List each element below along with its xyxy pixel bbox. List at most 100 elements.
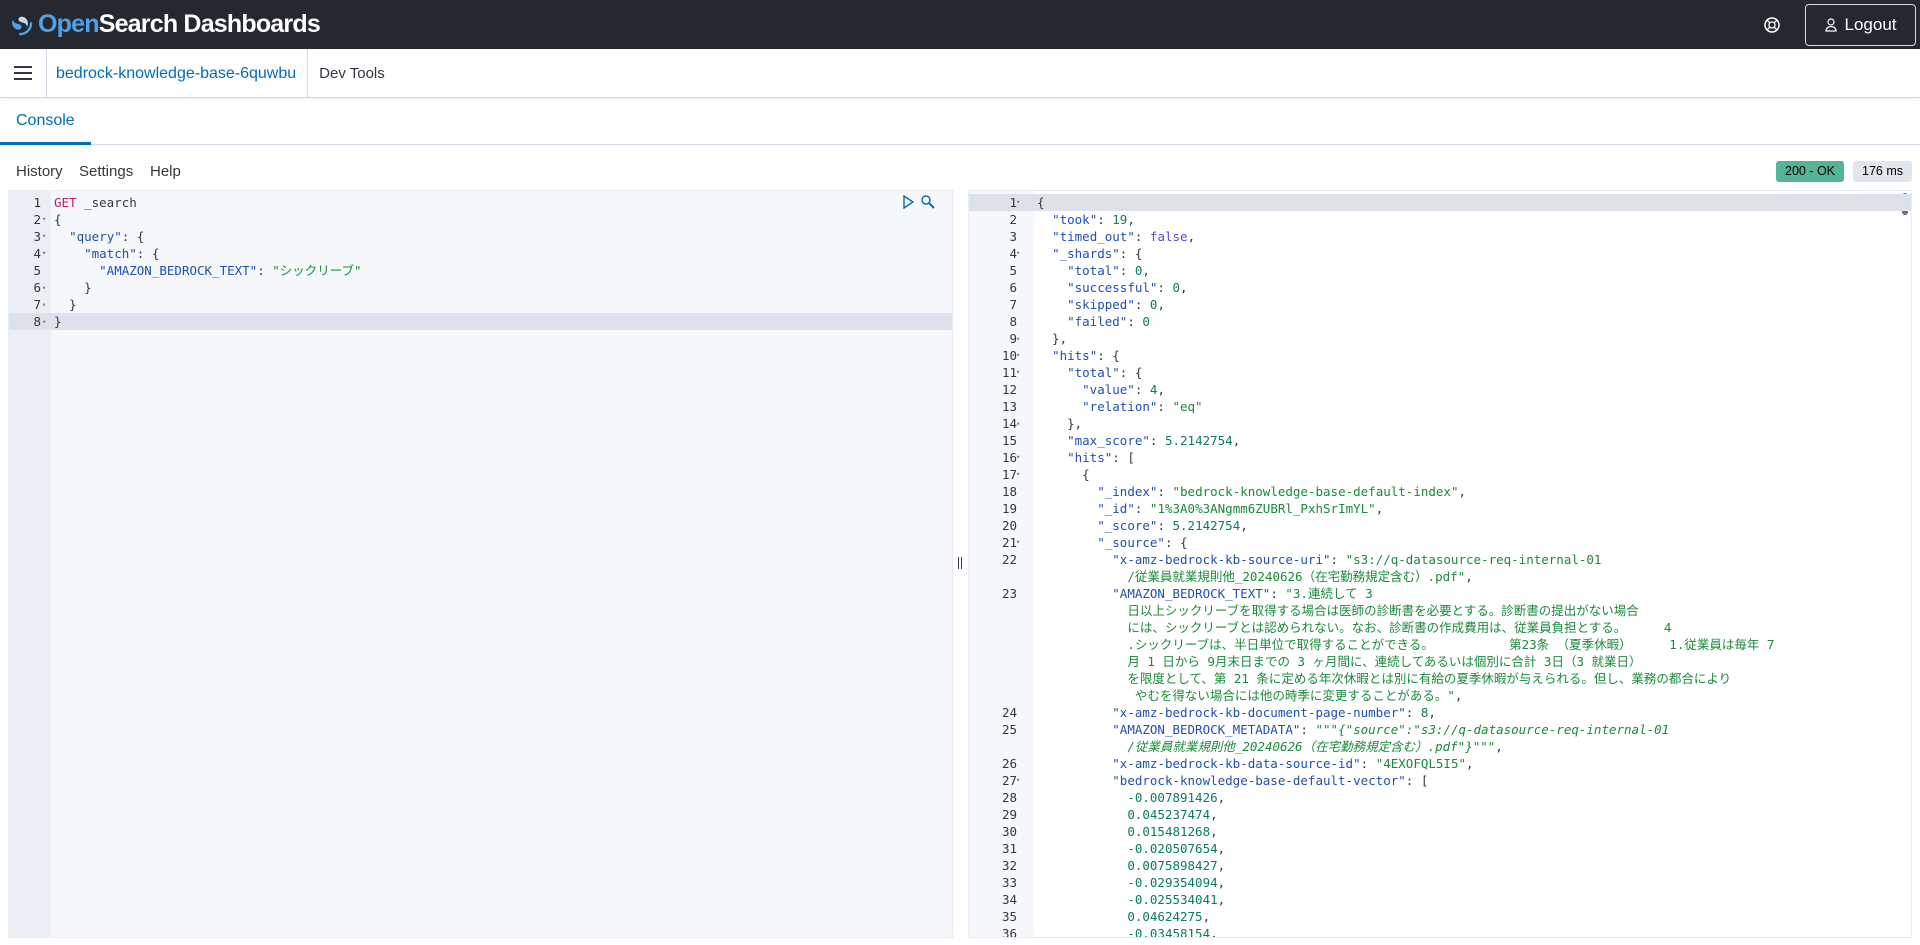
token-pun (1037, 773, 1112, 788)
code-text: "match": { (54, 245, 159, 262)
token-pun (1037, 348, 1052, 363)
code-line: 23 "AMAZON_BEDROCK_TEXT": "3.連続して 3 (969, 585, 1911, 602)
token-pun: : [ (1112, 450, 1135, 465)
line-number: 22 (1001, 552, 1017, 567)
token-pun: : { (1119, 365, 1143, 380)
token-pun: : { (121, 229, 145, 244)
token-pun: : (1134, 297, 1150, 312)
code-text: -0.025534041, (1037, 891, 1225, 908)
code-text: }, (1037, 415, 1082, 432)
code-line: /従業員就業規則他_20240626（在宅勤務規定含む）.pdf", (969, 568, 1911, 585)
code-text: "_id": "1%3A0%3ANgmm6ZUBRl_PxhSrImYL", (1037, 500, 1383, 517)
token-pun: : (1405, 705, 1421, 720)
code-text: }, (1037, 330, 1067, 347)
code-text: を限度として、第 21 条に定める年次休暇とは別に有給の夏季休暇が与えられる。但… (1037, 670, 1731, 687)
fold-open-icon[interactable]: ▾ (42, 215, 47, 223)
line-number: 18 (1001, 484, 1017, 499)
code-text: "took": 19, (1037, 211, 1135, 228)
response-editor[interactable]: 1▾{2 "took": 19,3 "timed_out": false,4▾ … (968, 190, 1912, 938)
fold-open-icon[interactable]: ▾ (1016, 470, 1021, 478)
token-pun (1037, 892, 1127, 907)
token-pun: , (1210, 824, 1218, 839)
user-icon (1824, 17, 1837, 32)
line-number: 28 (1001, 790, 1017, 805)
panel-resizer[interactable] (956, 557, 964, 573)
code-text: 0.045237474, (1037, 806, 1217, 823)
fold-open-icon[interactable]: ▾ (1016, 351, 1021, 359)
token-pun (1037, 926, 1127, 937)
line-number: 5 (33, 263, 41, 278)
code-line: 24 "x-amz-bedrock-kb-document-page-numbe… (969, 704, 1911, 721)
token-pun: : (1134, 501, 1150, 516)
fold-close-icon[interactable]: ▴ (42, 283, 47, 291)
code-text: -0.007891426, (1037, 789, 1225, 806)
token-str: を限度として、第 21 条に定める年次休暇とは別に有給の夏季休暇が与えられる。但… (1127, 671, 1732, 686)
token-pun: , (1458, 484, 1467, 499)
token-key: "_id" (1097, 501, 1135, 516)
code-text: "_index": "bedrock-knowledge-base-defaul… (1037, 483, 1466, 500)
code-text: "max_score": 5.2142754, (1037, 432, 1240, 449)
settings-menu[interactable]: Settings (79, 163, 134, 180)
line-number: 17 (1001, 467, 1017, 482)
token-key: "x-amz-bedrock-kb-source-uri" (1112, 552, 1331, 567)
token-pun: : [ (1405, 773, 1429, 788)
opensearch-logo-icon (12, 16, 33, 35)
wrench-icon[interactable] (920, 194, 936, 210)
fold-open-icon[interactable]: ▾ (1016, 776, 1021, 784)
logo-text-open: Open (38, 10, 99, 38)
fold-close-icon[interactable]: ▴ (1016, 419, 1021, 427)
token-pun (1037, 569, 1127, 584)
line-number: 29 (1001, 807, 1017, 822)
fold-close-icon[interactable]: ▴ (42, 300, 47, 308)
breadcrumb-workspace-link[interactable]: bedrock-knowledge-base-6quwbu (47, 48, 309, 98)
tab-console[interactable]: Console (0, 99, 91, 145)
code-line: 2 "took": 19, (969, 211, 1911, 228)
help-icon[interactable] (1761, 14, 1783, 36)
token-key: "_score" (1097, 518, 1158, 533)
fold-open-icon[interactable]: ▾ (1016, 249, 1021, 257)
token-pun (1037, 518, 1097, 533)
token-pun: , (1210, 926, 1218, 938)
line-number: 26 (1001, 756, 1017, 771)
fold-close-icon[interactable]: ▴ (1016, 334, 1021, 342)
token-pun (1037, 637, 1127, 652)
fold-open-icon[interactable]: ▾ (1016, 198, 1021, 206)
code-text: "_shards": { (1037, 245, 1142, 262)
token-num: 0.045237474 (1127, 807, 1211, 822)
code-text: "_score": 5.2142754, (1037, 517, 1248, 534)
token-key: "total" (1067, 365, 1120, 380)
code-text: "relation": "eq" (1037, 398, 1202, 415)
token-num: 5.2142754 (1172, 518, 1241, 533)
fold-close-icon[interactable]: ▴ (42, 317, 47, 325)
code-line: 8▴} (9, 313, 952, 330)
history-menu[interactable]: History (16, 163, 63, 180)
code-text: "AMAZON_BEDROCK_TEXT": "シックリーブ" (54, 262, 361, 279)
menu-button[interactable] (0, 48, 47, 98)
fold-open-icon[interactable]: ▾ (1016, 538, 1021, 546)
code-line: 28 -0.007891426, (969, 789, 1911, 806)
fold-open-icon[interactable]: ▾ (42, 249, 47, 257)
token-pun: : (1127, 314, 1143, 329)
token-pun: , (1217, 875, 1226, 890)
token-str: "3.連続して 3 (1285, 586, 1373, 601)
code-line: 6▴ } (9, 279, 952, 296)
token-str: """ (1315, 722, 1339, 737)
code-text: GET _search (54, 194, 137, 211)
fold-open-icon[interactable]: ▾ (42, 232, 47, 240)
fold-open-icon[interactable]: ▾ (1016, 368, 1021, 376)
code-text: "hits": [ (1037, 449, 1135, 466)
line-number: 7 (33, 297, 41, 312)
token-pun: }, (1037, 331, 1068, 346)
play-icon[interactable] (902, 195, 914, 209)
logout-button[interactable]: Logout (1805, 3, 1916, 46)
token-key: "x-amz-bedrock-kb-document-page-number" (1112, 705, 1406, 720)
line-number: 4 (33, 246, 41, 261)
token-key: "successful" (1067, 280, 1158, 295)
code-line: 31 -0.020507654, (969, 840, 1911, 857)
line-number: 35 (1001, 909, 1017, 924)
help-menu[interactable]: Help (150, 163, 181, 180)
code-line: 18 "_index": "bedrock-knowledge-base-def… (969, 483, 1911, 500)
fold-open-icon[interactable]: ▾ (1016, 453, 1021, 461)
